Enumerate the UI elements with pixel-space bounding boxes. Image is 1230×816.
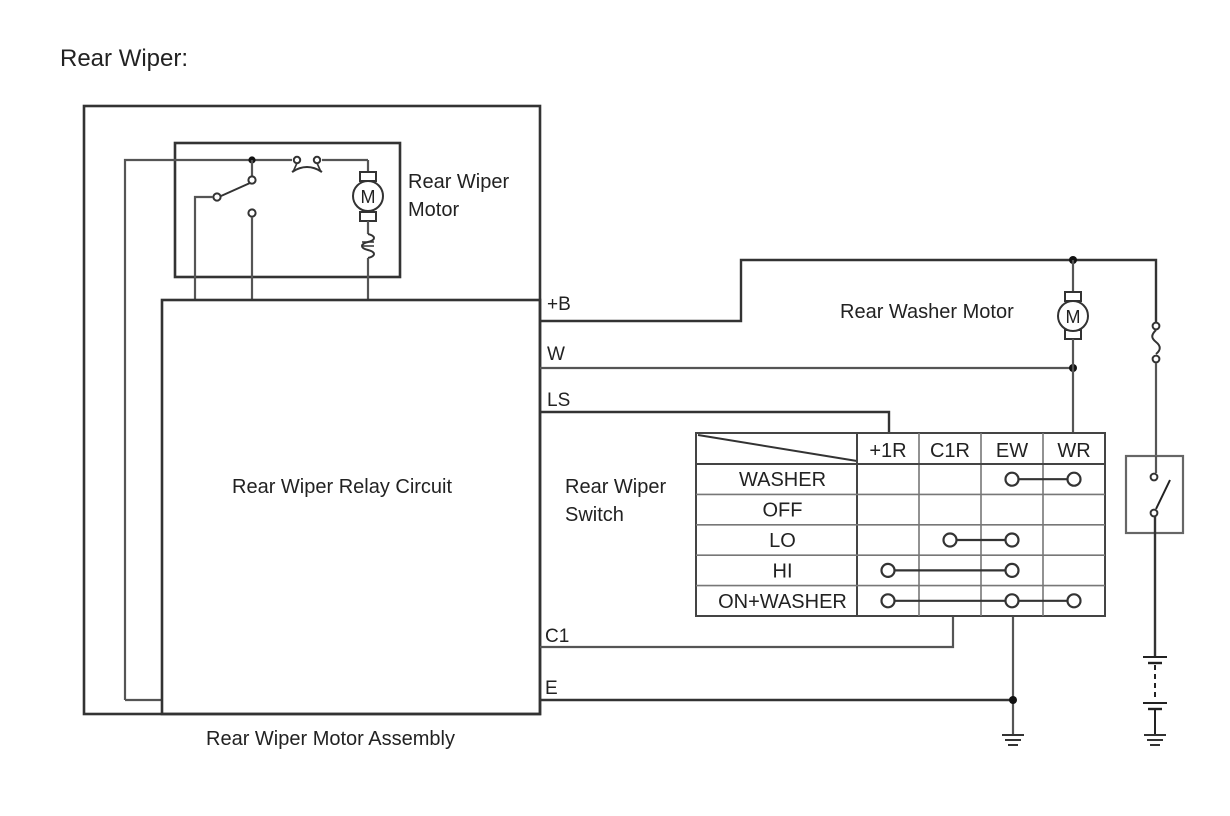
wiper-switch-label-line1: Rear Wiper [565, 476, 666, 498]
svg-text:M: M [1066, 307, 1081, 327]
connection-terminal-icon [880, 562, 896, 579]
table-row: WASHER [739, 469, 1082, 491]
rear-wiper-motor: Rear Wiper Motor [123, 141, 509, 702]
table-column-header: EW [996, 440, 1028, 462]
wiper-motor-icon: M [352, 171, 384, 222]
table-column-header: +1R [869, 440, 906, 462]
svg-text:C1: C1 [545, 626, 569, 647]
pin-ls: LS [540, 390, 891, 433]
switch-position-label: LO [769, 530, 796, 552]
connection-terminal-icon [1004, 471, 1020, 487]
switch-position-label: ON+WASHER [718, 591, 847, 613]
table-row: ON+WASHER [718, 591, 1082, 613]
ground-icon [1144, 734, 1166, 746]
ignition-switch [1124, 454, 1185, 657]
connection-terminal-icon [942, 532, 958, 548]
relay-circuit-label: Rear Wiper Relay Circuit [232, 476, 452, 498]
washer-motor-icon [1057, 300, 1089, 332]
pin-w: W [540, 344, 1073, 370]
table-row: OFF [763, 500, 803, 522]
connection-terminal-icon [1066, 593, 1082, 609]
wiper-motor-label-line2: Motor [408, 199, 459, 221]
svg-text:E: E [545, 678, 558, 699]
table-column-header: WR [1057, 440, 1090, 462]
svg-text:W: W [547, 344, 565, 365]
rear-washer-motor: Rear Washer Motor M [840, 260, 1089, 433]
table-column-header: C1R [930, 440, 970, 462]
switch-position-label: OFF [763, 500, 803, 522]
switch-position-label: WASHER [739, 469, 826, 491]
connection-terminal-icon [1004, 593, 1020, 609]
svg-text:+B: +B [547, 294, 571, 315]
table-row: LO [769, 530, 1020, 552]
rear-wiper-relay-circuit: Rear Wiper Relay Circuit [160, 298, 542, 716]
connection-terminal-icon [880, 593, 896, 609]
wiper-switch-label-line2: Switch [565, 504, 624, 526]
svg-text:LS: LS [547, 390, 570, 411]
battery-icon [1143, 656, 1167, 735]
wiper-motor-label-line1: Rear Wiper [408, 171, 509, 193]
junction-dot [1009, 696, 1017, 704]
table-row: HI [773, 560, 1020, 582]
connection-terminal-icon [1004, 562, 1020, 579]
switch-position-table: +1R C1R EW WR WASHER OFF LO HI ON+WASHER [695, 432, 1106, 617]
coil-icon [361, 233, 375, 259]
fuse-icon [1151, 321, 1161, 364]
connection-terminal-icon [1066, 471, 1082, 487]
pin-e: E [540, 678, 1013, 702]
switch-position-label: HI [773, 560, 793, 582]
limit-switch-icon [193, 160, 257, 300]
pin-b: +B [540, 258, 1158, 323]
svg-text:M: M [361, 187, 376, 207]
rear-wiper-motor-assembly: Rear Wiper Motor Assembly [82, 104, 542, 750]
washer-motor-label: Rear Washer Motor [840, 301, 1014, 323]
connection-terminal-icon [1004, 532, 1020, 548]
ground-icon [1002, 734, 1024, 746]
diagram-title: Rear Wiper: [60, 45, 188, 72]
motor-assembly-label: Rear Wiper Motor Assembly [206, 728, 455, 750]
header-diagonal [697, 434, 858, 462]
pin-c1: C1 [540, 616, 955, 649]
circuit-breaker-icon [291, 155, 323, 173]
